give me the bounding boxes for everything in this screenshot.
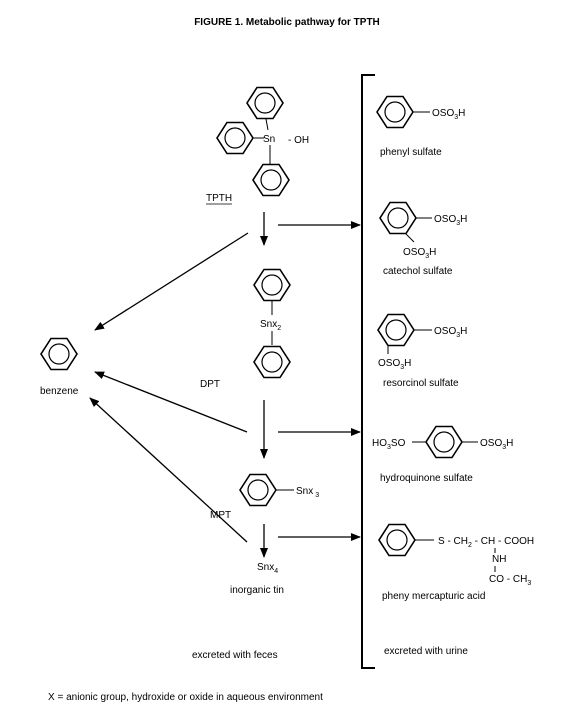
resorcinol-sulfate-label: resorcinol sulfate	[383, 378, 459, 389]
inorganic-tin-formula: Snx4	[257, 562, 278, 575]
tin-atom-label: Sn	[263, 134, 275, 145]
hydroquinone-sulfate-label: hydroquinone sulfate	[380, 473, 473, 484]
benzene-ring-icon	[239, 473, 277, 507]
benzene-ring-icon	[425, 425, 463, 459]
hydroquinone-sulfate-structure: HO3SO OSO3H	[372, 425, 513, 459]
tpth-structure: Sn - OH	[216, 86, 309, 197]
svg-text:OSO3H: OSO3H	[403, 247, 436, 260]
benzene-ring-icon	[379, 201, 417, 235]
benzene-ring-icon	[216, 121, 254, 155]
svg-text:NH: NH	[492, 554, 506, 565]
dpt-label: DPT	[200, 379, 220, 390]
catechol-sulfate-label: catechol sulfate	[383, 266, 453, 277]
arrow-dpt-to-benzene	[94, 371, 248, 433]
resorcinol-sulfate-structure: OSO3H OSO3H	[377, 313, 467, 371]
urine-bracket	[361, 74, 375, 669]
benzene-ring-icon	[253, 345, 291, 379]
dpt-tin-label: Snx2	[260, 319, 281, 332]
benzene-ring-icon	[246, 86, 284, 120]
mpt-label: MPT	[210, 510, 231, 521]
feces-note: excreted with feces	[192, 650, 278, 661]
inorganic-tin-label: inorganic tin	[230, 585, 284, 596]
catechol-sulfate-structure: OSO3H OSO3H	[379, 201, 467, 260]
benzene-ring-icon	[252, 163, 290, 197]
hydroxyl-label: - OH	[288, 135, 309, 146]
mercapturic-acid-label: pheny mercapturic acid	[382, 591, 485, 602]
phenyl-sulfate-structure: OSO3H	[376, 95, 465, 129]
arrow-tpth-to-benzene	[94, 232, 249, 331]
benzene-label: benzene	[40, 386, 79, 397]
tpth-label: TPTH	[206, 193, 232, 204]
phenyl-sulfate-label: phenyl sulfate	[380, 147, 442, 158]
mercapturic-acid-structure: S - CH2 - CH - COOH NH CO - CH3	[378, 523, 534, 587]
benzene-ring-icon	[40, 337, 78, 371]
svg-text:CO - CH3: CO - CH3	[489, 574, 531, 587]
pathway-arrows	[89, 212, 361, 558]
svg-text:OSO3H: OSO3H	[434, 326, 467, 339]
benzene-ring-icon	[376, 95, 414, 129]
svg-text:S - CH2 - CH - COOH: S - CH2 - CH - COOH	[438, 536, 534, 549]
footnote: X = anionic group, hydroxide or oxide in…	[48, 692, 323, 703]
svg-text:HO3SO: HO3SO	[372, 438, 406, 451]
benzene-ring-icon	[253, 268, 291, 302]
urine-note: excreted with urine	[384, 646, 468, 657]
svg-text:OSO3H: OSO3H	[480, 438, 513, 451]
benzene-ring-icon	[377, 313, 415, 347]
arrow-mpt-to-benzene	[89, 397, 248, 543]
svg-text:OSO3H: OSO3H	[432, 108, 465, 121]
svg-text:OSO3H: OSO3H	[378, 358, 411, 371]
svg-text:OSO3H: OSO3H	[434, 214, 467, 227]
benzene-ring-icon	[378, 523, 416, 557]
dpt-structure: Snx2	[253, 268, 291, 379]
figure-title: FIGURE 1. Metabolic pathway for TPTH	[194, 17, 380, 28]
